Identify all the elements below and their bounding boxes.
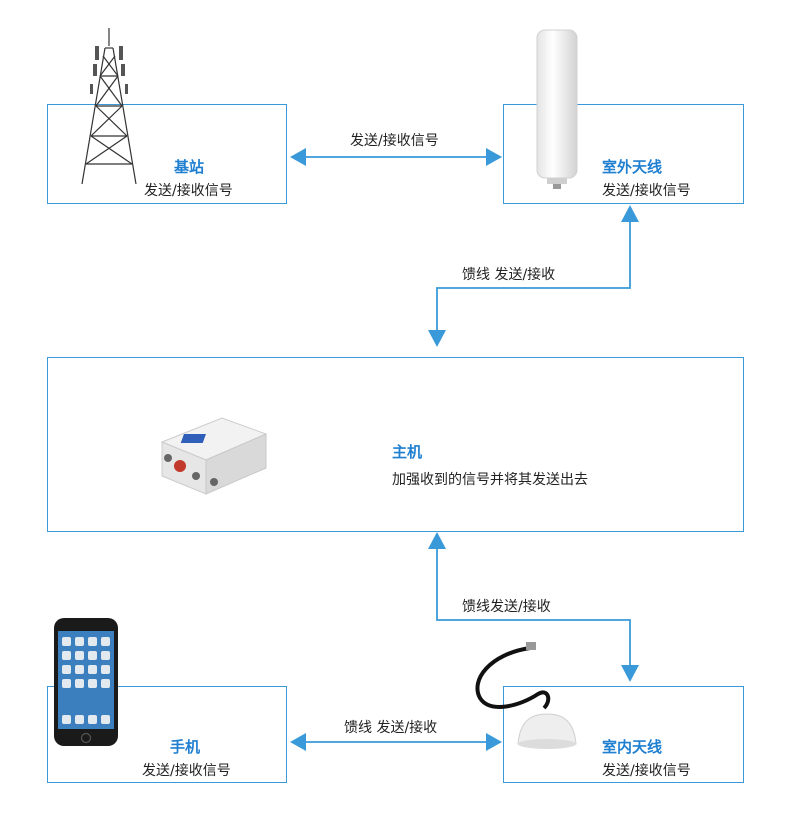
outdoor-antenna-title: 室外天线: [602, 158, 663, 176]
top-link-arrowhead-right: [486, 148, 502, 166]
host-indoor-arrowhead-up: [428, 532, 446, 549]
indoor-antenna-subtitle: 发送/接收信号: [602, 763, 691, 779]
host-title: 主机: [392, 443, 423, 461]
host-indoor-link: [436, 548, 631, 668]
ceiling-antenna-icon: [475, 642, 577, 749]
outdoor-host-arrowhead-down: [428, 330, 446, 347]
outdoor-host-link: [436, 222, 631, 332]
phone-subtitle: 发送/接收信号: [142, 763, 231, 779]
bottom-link-arrowhead-right: [486, 733, 502, 751]
outdoor-host-link-label: 馈线 发送/接收: [462, 267, 556, 283]
host-indoor-arrowhead-down: [621, 665, 639, 682]
phone-title: 手机: [170, 738, 201, 756]
top-link-arrowhead-left: [290, 148, 306, 166]
indoor-antenna-title: 室内天线: [602, 738, 663, 756]
cell-tower-icon: [81, 28, 137, 185]
top-link-label: 发送/接收信号: [350, 133, 439, 149]
host-subtitle: 加强收到的信号并将其发送出去: [392, 472, 588, 488]
outdoor-antenna-subtitle: 发送/接收信号: [602, 183, 691, 199]
host-indoor-link-label: 馈线发送/接收: [462, 599, 551, 615]
panel-antenna-icon: [536, 29, 578, 189]
smartphone-icon: [54, 618, 118, 746]
base-station-subtitle: 发送/接收信号: [144, 183, 233, 199]
outdoor-host-arrowhead-up: [621, 205, 639, 222]
bottom-link-arrowhead-left: [290, 733, 306, 751]
repeater-unit-icon: [160, 417, 268, 495]
bottom-link-label: 馈线 发送/接收: [344, 720, 438, 736]
base-station-title: 基站: [174, 158, 205, 176]
